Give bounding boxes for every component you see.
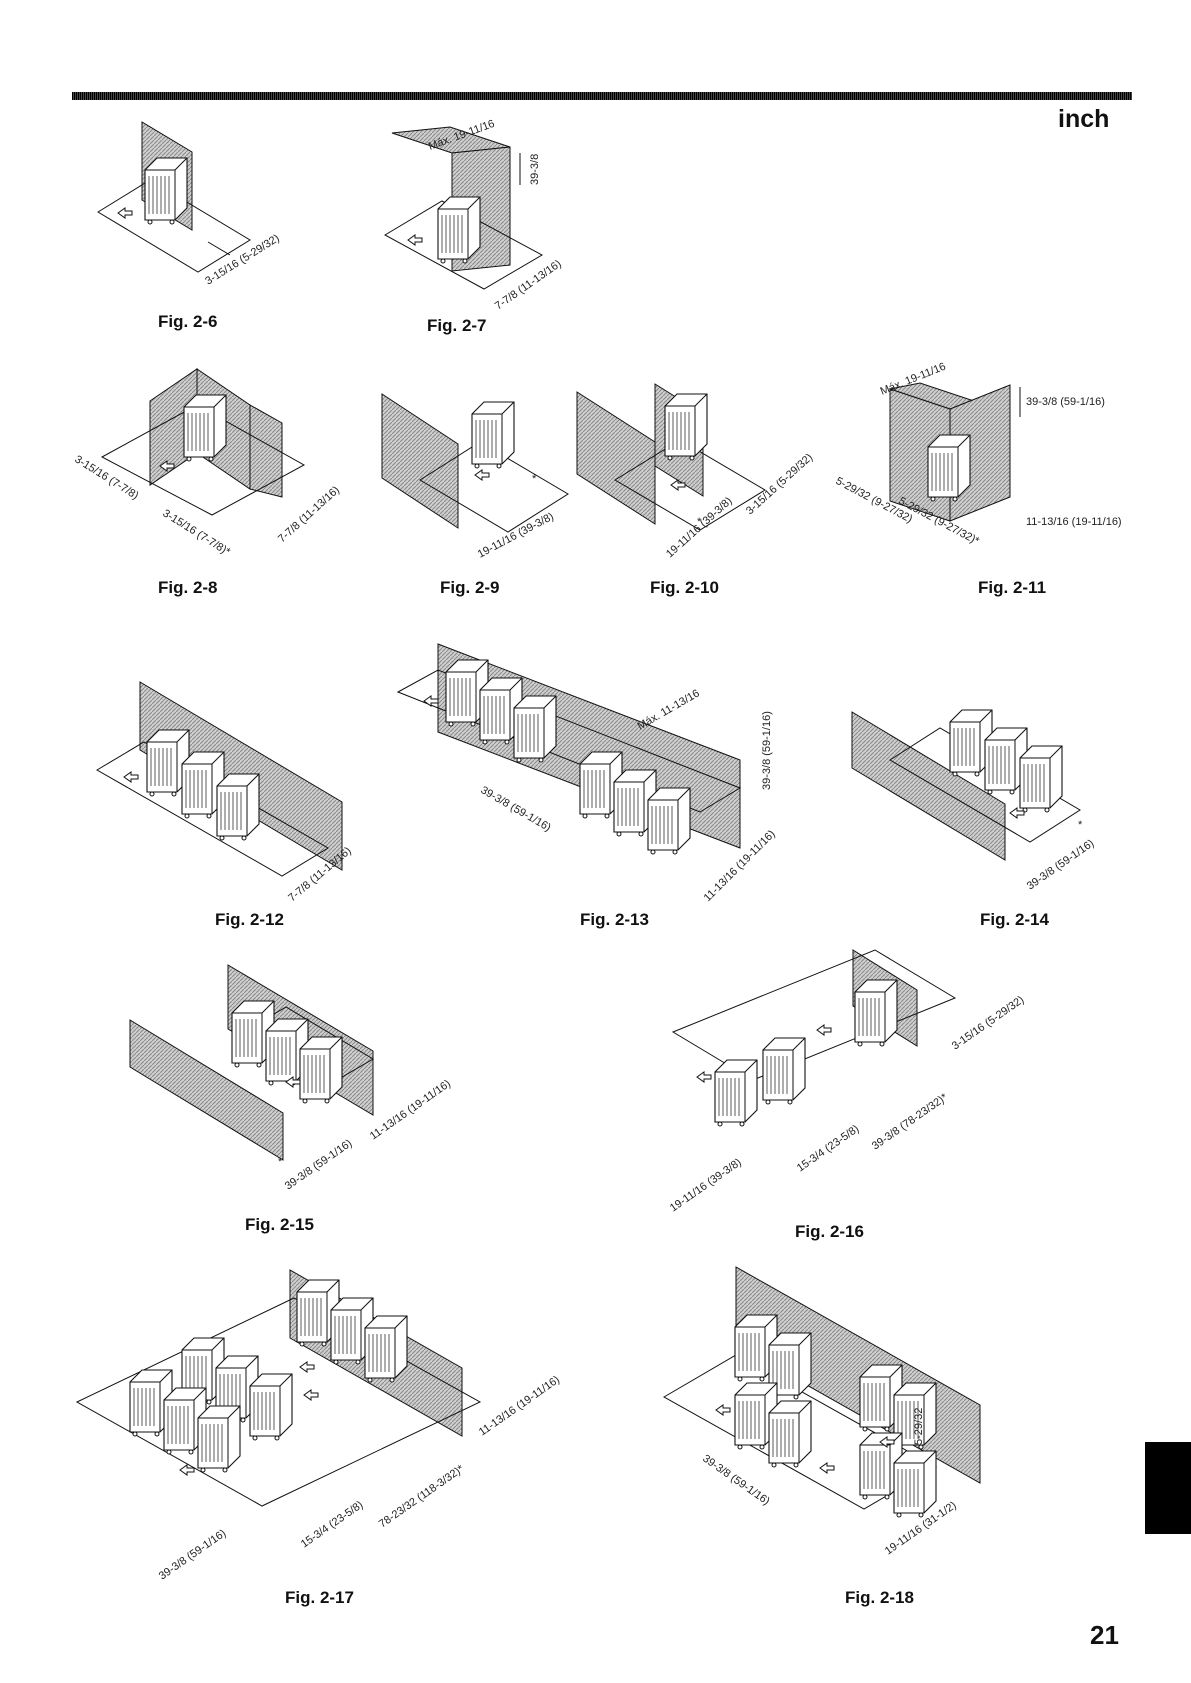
dim-label: 19-11/16 (39-3/8) xyxy=(476,511,556,561)
figure-caption: Fig. 2-12 xyxy=(215,910,284,929)
dim-label: 19-11/16 (39-3/8) xyxy=(668,1156,744,1214)
dim-label: 3-15/16 (7-7/8)* xyxy=(160,507,232,558)
dim-label: * xyxy=(1078,819,1083,831)
figure-caption: Fig. 2-18 xyxy=(845,1588,914,1607)
figure-caption: Fig. 2-14 xyxy=(980,910,1049,929)
dim-label: 39-3/8 (59-1/16) xyxy=(479,784,553,834)
dim-label: 39-3/8 (59-1/16) xyxy=(761,711,773,790)
figure-2-10: * 19-11/16 (39-3/8) 3-15/16 (5-29/32) xyxy=(576,383,815,560)
dim-label: 11-13/16 (19-11/16) xyxy=(477,1374,562,1439)
header-rule xyxy=(72,92,1132,100)
figure-2-14: * 39-3/8 (59-1/16) xyxy=(851,709,1097,892)
figure-caption: Fig. 2-6 xyxy=(158,312,218,331)
figure-2-9: * 19-11/16 (39-3/8) xyxy=(381,393,569,561)
figure-caption: Fig. 2-10 xyxy=(650,578,719,597)
figure-2-6: 3-15/16 (5-29/32) xyxy=(97,121,282,288)
dim-label: 3-15/16 (7-7/8) xyxy=(72,453,140,502)
dim-label: 78-23/32 (118-3/32)* xyxy=(377,1462,467,1530)
dim-label: 15-3/4 (23-5/8) xyxy=(299,1499,365,1551)
figure-2-16: 19-11/16 (39-3/8) 15-3/4 (23-5/8) 39-3/8… xyxy=(668,949,1027,1214)
dim-label: Máx. 11-13/16 xyxy=(636,687,702,732)
dim-label: 15-3/4 (23-5/8) xyxy=(795,1123,861,1175)
section-tab-marker xyxy=(1145,1442,1191,1534)
dim-label: 39-3/8 (59-1/16) xyxy=(1026,396,1105,408)
dim-label: 3-15/16 (5-29/32) xyxy=(950,994,1027,1053)
figure-caption: Fig. 2-8 xyxy=(158,578,218,597)
dim-label: 19-11/16 (39-3/8) xyxy=(664,495,735,560)
dim-label: 39-3/8 (78-23/32)* xyxy=(870,1091,951,1152)
dim-label: 39-3/8 (59-1/16) xyxy=(700,1453,772,1508)
figure-2-8: 3-15/16 (7-7/8) 3-15/16 (7-7/8)* 7-7/8 (… xyxy=(72,368,342,559)
figure-caption: Fig. 2-13 xyxy=(580,910,649,929)
figure-2-15: * 39-3/8 (59-1/16) 11-13/16 (19-11/16) xyxy=(129,964,453,1192)
figure-caption: Fig. 2-17 xyxy=(285,1588,354,1607)
dim-label: 11-13/16 (19-11/16) xyxy=(368,1078,453,1143)
figure-2-7: Máx. 19-11/16 39-3/8 7-7/8 (11-13/16) xyxy=(383,118,564,312)
dim-label: * xyxy=(697,516,702,528)
dim-label: * xyxy=(278,1156,283,1168)
figure-2-13: Máx. 11-13/16 39-3/8 (59-1/16) 39-3/8 (5… xyxy=(396,643,778,904)
unit-label: inch xyxy=(1058,105,1110,133)
figure-caption: Fig. 2-9 xyxy=(440,578,500,597)
dim-label: 39-3/8 (59-1/16) xyxy=(1025,837,1097,892)
figure-caption: Fig. 2-15 xyxy=(245,1215,314,1234)
figure-caption: Fig. 2-16 xyxy=(795,1222,864,1241)
page-number: 21 xyxy=(1090,1620,1119,1650)
figure-2-12: 7-7/8 (11-13/16) xyxy=(96,681,354,904)
dim-label: 3-15/16 (5-29/32) xyxy=(203,232,281,287)
dim-label: 39-3/8 xyxy=(529,154,541,185)
dim-label: 11-13/16 (19-11/16) xyxy=(1026,516,1122,528)
figure-caption: Fig. 2-7 xyxy=(427,316,487,335)
dim-label: 7-7/8 (11-13/16) xyxy=(276,484,342,545)
dim-label: 39-3/8 (59-1/16) xyxy=(157,1527,229,1582)
figure-2-11: Máx. 19-11/16 39-3/8 (59-1/16) 5-29/32 (… xyxy=(834,361,1122,548)
dim-label: * xyxy=(532,473,537,485)
figure-caption: Fig. 2-11 xyxy=(978,578,1047,597)
dim-label: 5-29/32 xyxy=(913,1408,925,1445)
figure-2-18: 5-29/32 39-3/8 (59-1/16) 19-11/16 (31-1/… xyxy=(662,1266,981,1557)
figure-2-17: 39-3/8 (59-1/16) 15-3/4 (23-5/8) 78-23/3… xyxy=(75,1269,562,1582)
dim-label: 39-3/8 (59-1/16) xyxy=(283,1137,355,1192)
